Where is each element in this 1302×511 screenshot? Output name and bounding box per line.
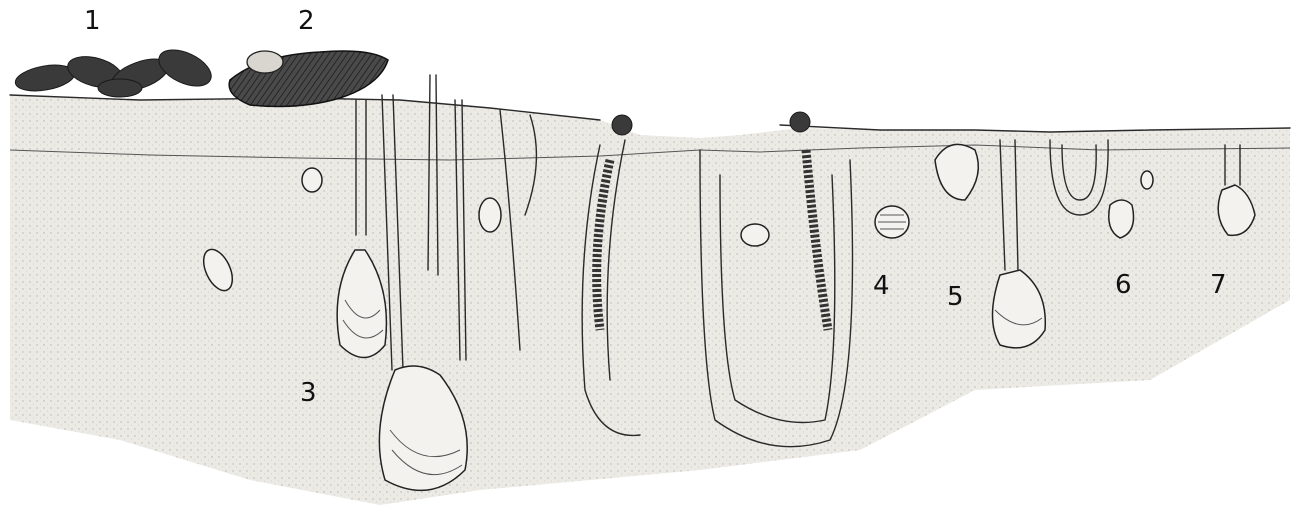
label-1: 1: [84, 8, 101, 34]
label-3: 3: [300, 380, 317, 406]
cockle-shell: [875, 206, 909, 238]
label-4: 4: [873, 273, 890, 299]
label-5: 5: [947, 284, 964, 310]
label-7: 7: [1210, 272, 1227, 298]
label-6: 6: [1115, 272, 1132, 298]
oyster-clump: [229, 51, 388, 106]
mussel-bed: [13, 43, 216, 98]
label-2: 2: [298, 8, 315, 34]
